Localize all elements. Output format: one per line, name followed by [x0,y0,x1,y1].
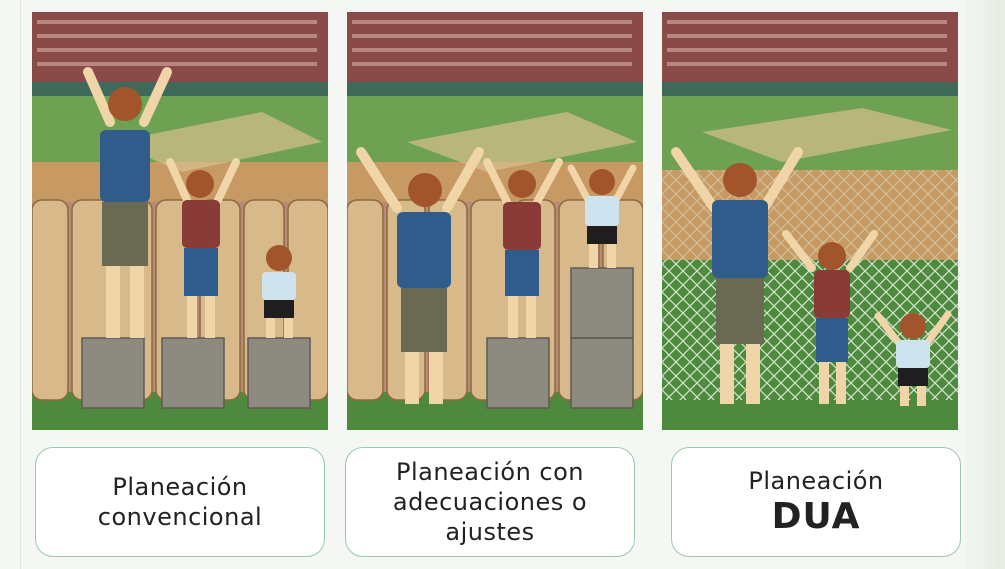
slide-decoration-right [965,0,1005,569]
tall-person [83,67,172,338]
caption-line: ajustes [445,518,535,546]
illustration-panel-dua [662,12,958,430]
slide-decoration-left [0,0,21,569]
tall-person [356,147,484,404]
small-person [874,310,952,406]
tall-person [671,147,803,404]
caption-line: adecuaciones o [392,488,588,516]
illustration-panel-adjustments [347,12,643,430]
caption-line: Planeación [112,473,248,501]
small-person [567,164,637,268]
caption-adjustments: Planeación con adecuaciones o ajustes [345,447,635,557]
baseball-scene-dua [662,12,958,430]
baseball-scene-adjustments [347,12,643,430]
illustration-panel-conventional [32,12,328,430]
caption-line: convencional [97,503,263,531]
caption-line: Planeación [748,467,884,495]
small-person [262,245,296,338]
caption-dua: Planeación DUA [671,447,961,557]
medium-person [483,158,563,338]
baseball-scene-conventional [32,12,328,430]
medium-person [166,158,240,338]
caption-conventional: Planeación convencional [35,447,325,557]
caption-emphasis: DUA [771,496,861,537]
medium-person [782,230,878,404]
caption-line: Planeación con [395,458,584,486]
